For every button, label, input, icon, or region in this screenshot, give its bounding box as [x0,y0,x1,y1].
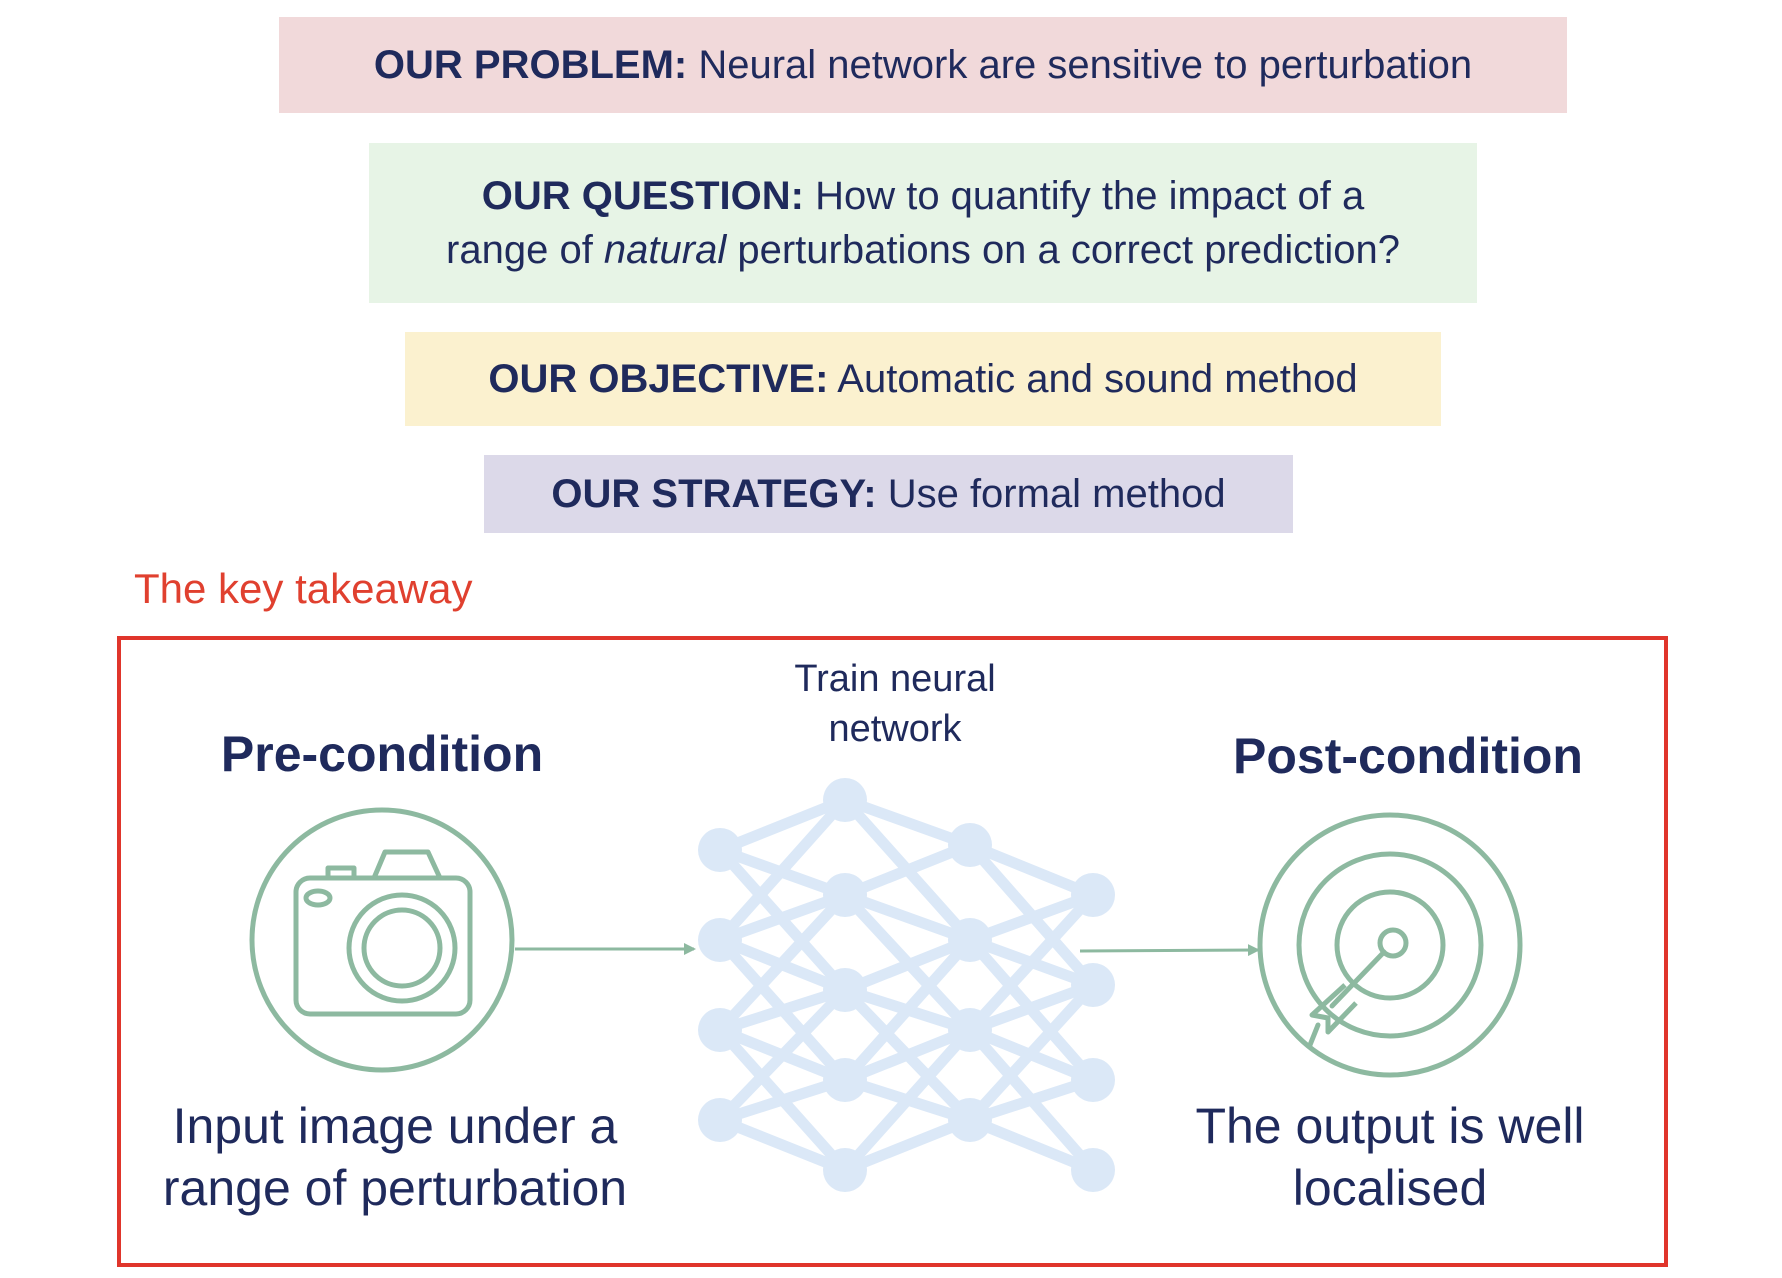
network-node [698,1008,742,1052]
target-icon [1257,812,1523,1078]
pre-condition-caption: Input image under a range of perturbatio… [163,1095,627,1219]
network-edge [839,839,976,901]
pre-caption-line2: range of perturbation [162,1160,628,1216]
network-edge [714,889,851,1036]
network-edge [839,934,976,996]
takeaway-label: The key takeaway [134,565,473,612]
problem-lead: OUR PROBLEM: [373,43,688,87]
problem-banner: OUR PROBLEM: Neural network are sensitiv… [279,17,1567,113]
network-edge [839,1024,976,1086]
strategy-banner: OUR STRATEGY: Use formal method [484,455,1293,533]
question-banner: OUR QUESTION: How to quantify the impact… [369,143,1477,303]
problem-text: Neural network are sensitive to perturba… [687,43,1473,87]
network-node [823,968,867,1012]
network-caption: Train neural network [794,654,995,754]
network-node [948,1098,992,1142]
question-text-line2b: perturbations on a correct prediction? [726,228,1400,272]
network-node [823,1058,867,1102]
objective-banner: OUR OBJECTIVE: Automatic and sound metho… [405,332,1441,426]
post-caption-line2: localised [1292,1160,1488,1216]
network-edge [964,1114,1099,1176]
network-node [948,918,992,962]
question-text-line1: How to quantify the impact of a [803,174,1365,218]
network-node [823,873,867,917]
network-node [823,778,867,822]
network-caption-line2: network [828,708,962,750]
network-edge [714,889,851,946]
network-edge [964,839,1099,901]
question-text-italic: natural [603,228,727,272]
objective-lead: OUR OBJECTIVE: [488,357,829,401]
network-edge [839,1024,976,1176]
network-edge [964,889,1099,1036]
pre-caption-line1: Input image under a [172,1098,618,1154]
network-edge [839,934,976,1086]
network-edge [714,794,851,946]
network-caption-line1: Train neural [794,658,996,700]
arrow-network-to-post [1079,944,1260,957]
network-node [1071,1058,1115,1102]
takeaway-box [117,636,1668,1267]
network-edge [714,1114,851,1176]
network-node [948,823,992,867]
network-edge [714,984,851,1126]
network-edge [839,1114,976,1176]
question-text-line2a: range of [446,228,604,272]
network-node [698,918,742,962]
network-node [823,1148,867,1192]
post-condition-caption: The output is well localised [1195,1095,1584,1219]
network-edge [839,889,976,946]
neural-network-icon [698,778,1115,1192]
strategy-text: Use formal method [876,472,1226,516]
camera-icon [249,807,515,1073]
question-lead: OUR QUESTION: [481,174,804,218]
network-node [948,1008,992,1052]
network-edge [839,794,976,851]
network-node [698,1098,742,1142]
strategy-lead: OUR STRATEGY: [551,472,877,516]
network-edge [964,979,1099,1126]
network-node [698,828,742,872]
network-node [1071,873,1115,917]
objective-text: Automatic and sound method [828,357,1358,401]
network-node [1071,963,1115,1007]
network-edge [714,794,851,856]
network-node [1071,1148,1115,1192]
post-condition-heading: Post-condition [1233,728,1583,784]
post-caption-line1: The output is well [1195,1098,1585,1154]
pre-condition-heading: Pre-condition [220,726,544,782]
